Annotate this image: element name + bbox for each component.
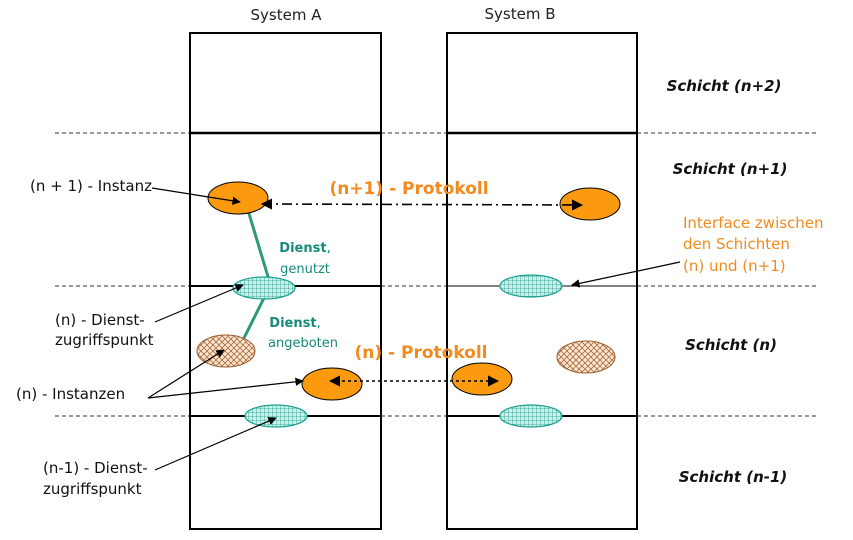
sap-n-system-b xyxy=(499,274,563,298)
service-used-title: Dienst, xyxy=(279,241,330,256)
system-b-title: System B xyxy=(485,5,556,23)
pointer-interface xyxy=(571,261,681,288)
service-used-line xyxy=(245,206,271,281)
pointer-sap-n-minus-1 xyxy=(154,417,277,471)
layer-separators xyxy=(55,132,818,417)
pointer-instances-inactive xyxy=(147,349,225,399)
service-used-status: genutzt xyxy=(280,262,330,277)
layer-label-n-minus-1: Schicht (n-1) xyxy=(679,468,788,486)
protocol-n-label: (n) - Protokoll xyxy=(354,343,487,363)
interface-note-line1: Interface zwischen xyxy=(683,214,824,232)
inactive-instance-system-a xyxy=(196,334,256,368)
service-offered-status: angeboten xyxy=(268,336,338,351)
label-instances-n: (n) - Instanzen xyxy=(16,385,125,403)
layer-label-n: Schicht (n) xyxy=(685,336,777,354)
interface-note-line2: den Schichten xyxy=(683,235,790,253)
pointer-sap-n xyxy=(154,284,244,323)
interface-note-line3: (n) und (n+1) xyxy=(683,257,786,275)
pointer-instance-n-plus-1 xyxy=(151,187,241,205)
protocol-n-plus-1-label: (n+1) - Protokoll xyxy=(329,179,488,199)
instance-n-plus-1-system-b xyxy=(559,187,621,221)
layer-label-n-plus-2: Schicht (n+2) xyxy=(667,77,782,95)
label-sap-n-line2: zugriffspunkt xyxy=(55,331,154,349)
label-sap-n-line1: (n) - Dienst- xyxy=(55,311,145,329)
system-a-title: System A xyxy=(251,6,323,24)
label-sap-n-minus-1-line1: (n-1) - Dienst- xyxy=(43,459,148,477)
sap-n-minus-1-system-b xyxy=(499,404,563,428)
instance-n-system-b xyxy=(451,362,513,396)
label-sap-n-minus-1-line2: zugriffspunkt xyxy=(43,480,142,498)
sap-n-minus-1-system-a xyxy=(244,404,308,428)
protocol-n-plus-1-arrow xyxy=(260,198,584,211)
layer-label-n-plus-1: Schicht (n+1) xyxy=(673,160,788,178)
inactive-instance-system-b xyxy=(556,340,616,374)
pointer-lines xyxy=(147,187,681,471)
pointer-instances-active xyxy=(147,377,304,399)
label-instance-n-plus-1: (n + 1) - Instanz xyxy=(30,177,152,195)
sap-n-system-a xyxy=(232,276,296,300)
instance-n-system-a xyxy=(301,367,363,401)
service-offered-title: Dienst, xyxy=(269,316,320,331)
